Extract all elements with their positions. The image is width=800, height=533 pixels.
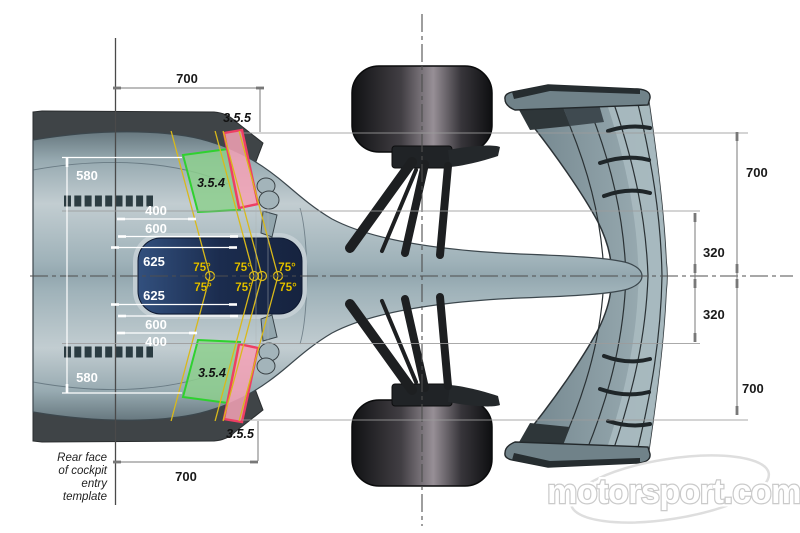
wing-slot [598,387,651,397]
regulation-355-top-label: 3.5.5 [223,111,252,125]
dim-625-upper-label: 625 [143,254,165,269]
note-line-2: of cockpit [58,465,107,477]
dim-700-top-left-label: 700 [176,71,198,86]
dim-625-lower-label: 625 [143,288,165,303]
brake-duct-bottom [448,385,500,407]
dim-400-lower-label: 400 [145,334,167,349]
dim-580-upper-label: 580 [76,168,98,183]
dim-700-right-lower-label: 700 [742,381,764,396]
cockpit-template-note: Rear face of cockpit entry template [57,452,108,503]
wing-slot [606,124,652,133]
note-line-4: template [63,491,107,503]
regulation-354-bottom-label: 3.5.4 [198,366,226,380]
dimension-lines [30,14,793,526]
labels: 700 700 700 700 320 320 3.5.5 3.5.4 3.5.… [57,71,768,503]
mirror-top [258,190,280,210]
wing-endplate-bottom-edge [512,453,640,467]
angle-75-bottom-2: 75° [235,282,253,294]
angle-75-top-2: 75° [234,262,252,274]
brake-duct-top [448,145,500,167]
wing-endplate-top-edge [512,85,640,99]
dim-700-bottom-left-label: 700 [175,469,197,484]
dim-600-lower-label: 600 [145,317,167,332]
wing-slot [602,354,652,364]
dim-320-lower-label: 320 [703,307,725,322]
mirrors [256,177,280,375]
angle-75-top-3: 75° [278,262,296,274]
watermark-text-outline: motorsport.com [547,473,800,511]
angle-75-top-1: 75° [193,262,211,274]
regulation-355-bottom-label: 3.5.5 [226,427,255,441]
note-line-3: entry [81,478,108,490]
watermark-text: motorsport.com [547,473,800,511]
regulation-zones [181,128,260,424]
dim-400-upper-label: 400 [145,203,167,218]
angle-75-bottom-1: 75° [194,282,212,294]
watermark: motorsport.com motorsport.com motorsport… [544,454,800,524]
wing-slot [606,419,652,428]
wing-dark-cell [518,104,570,130]
regulation-354-top-label: 3.5.4 [197,176,225,190]
zone-355-bottom [222,342,260,424]
watermark-swoosh [569,454,771,524]
dim-580-lower-label: 580 [76,370,98,385]
zone-355-top [222,128,260,210]
mirror-bottom [256,357,276,375]
angle-75-bottom-3: 75° [279,282,297,294]
wing-slot [602,188,652,198]
watermark-text-knockout: motorsport.com [547,473,800,511]
zone-354-top [181,147,242,214]
wing-slot [598,155,651,165]
dim-320-upper-label: 320 [703,245,725,260]
note-line-1: Rear face [57,452,107,464]
dim-600-upper-label: 600 [145,221,167,236]
wing-dark-cell [518,423,570,448]
dim-700-right-upper-label: 700 [746,165,768,180]
front-wing-flap-light [605,96,667,456]
nose-vane-top [260,210,278,238]
